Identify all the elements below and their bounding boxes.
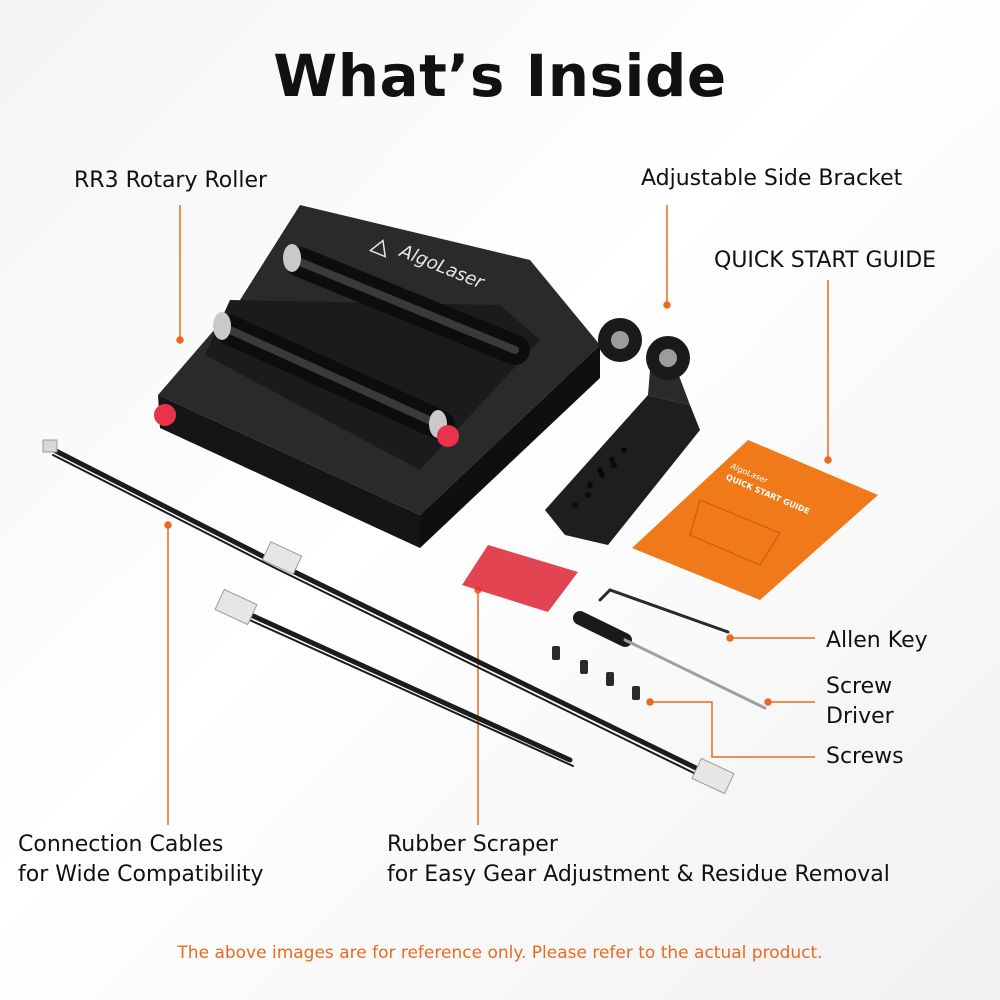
cable-end-pin (42, 439, 58, 453)
label-scraper-line2: for Easy Gear Adjustment & Residue Remov… (387, 862, 890, 887)
leader-bracket-dot (663, 301, 671, 309)
label-connection-cables: Connection Cables for Wide Compatibility (18, 830, 264, 890)
page-title: What’s Inside (273, 42, 727, 110)
label-side-bracket: Adjustable Side Bracket (641, 166, 903, 191)
label-screwdriver-line2: Driver (826, 704, 894, 729)
label-cables-line1: Connection Cables (18, 832, 224, 857)
label-screwdriver: Screw Driver (826, 672, 894, 732)
knob-right (437, 425, 459, 447)
screwdriver (573, 611, 767, 710)
label-screws: Screws (826, 744, 904, 769)
knob-left (154, 404, 176, 426)
rubber-scraper (462, 545, 578, 612)
cable-connector-3 (691, 757, 735, 795)
quick-start-guide-booklet: AlgoLaser QUICK START GUIDE (632, 440, 878, 600)
label-rotary-roller: RR3 Rotary Roller (74, 168, 268, 193)
roller-front (213, 312, 455, 440)
leader-guide-dot (824, 456, 832, 464)
label-scraper-line1: Rubber Scraper (387, 832, 558, 857)
label-allen-key: Allen Key (826, 628, 928, 653)
leader-cables-dot (164, 521, 172, 529)
leader-lines (164, 205, 832, 825)
side-bracket (545, 318, 700, 545)
device-front-right (420, 345, 600, 548)
leader-rotary-dot (176, 336, 184, 344)
roller-back (283, 244, 530, 365)
rotary-roller-device: AlgoLaser (154, 205, 600, 548)
cable-connector-1 (261, 541, 303, 575)
label-quick-start-guide: QUICK START GUIDE (714, 248, 937, 273)
leader-screws (650, 701, 815, 758)
leader-screws-dot (646, 698, 654, 706)
label-cables-line2: for Wide Compatibility (18, 862, 264, 887)
cable-connector-2 (214, 588, 258, 626)
screws (552, 646, 640, 700)
leader-allen-dot (726, 634, 734, 642)
allen-key (598, 588, 730, 634)
device-front-left (158, 395, 420, 548)
label-screwdriver-line1: Screw (826, 674, 893, 699)
disclaimer-footnote: The above images are for reference only.… (177, 943, 823, 963)
leader-screwdriver-dot (764, 698, 772, 706)
label-rubber-scraper: Rubber Scraper for Easy Gear Adjustment … (387, 830, 890, 890)
